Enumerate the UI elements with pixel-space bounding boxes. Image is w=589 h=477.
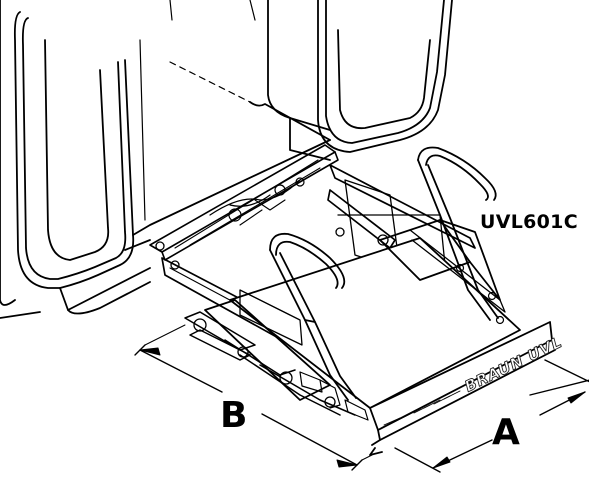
vehicle-right-door (267, 0, 453, 161)
vehicle-body (0, 0, 331, 319)
lift-platform (204, 219, 556, 456)
model-label: UVL601C (480, 211, 578, 233)
dimension-a-label: A (492, 412, 520, 453)
lift-scissor-mechanism (184, 289, 369, 421)
lift-base-frame (149, 144, 339, 270)
lift-handrails (269, 146, 499, 401)
dimension-b-label: B (220, 395, 248, 436)
dimension-line-b (134, 324, 373, 471)
dimension-line-a (394, 359, 589, 473)
